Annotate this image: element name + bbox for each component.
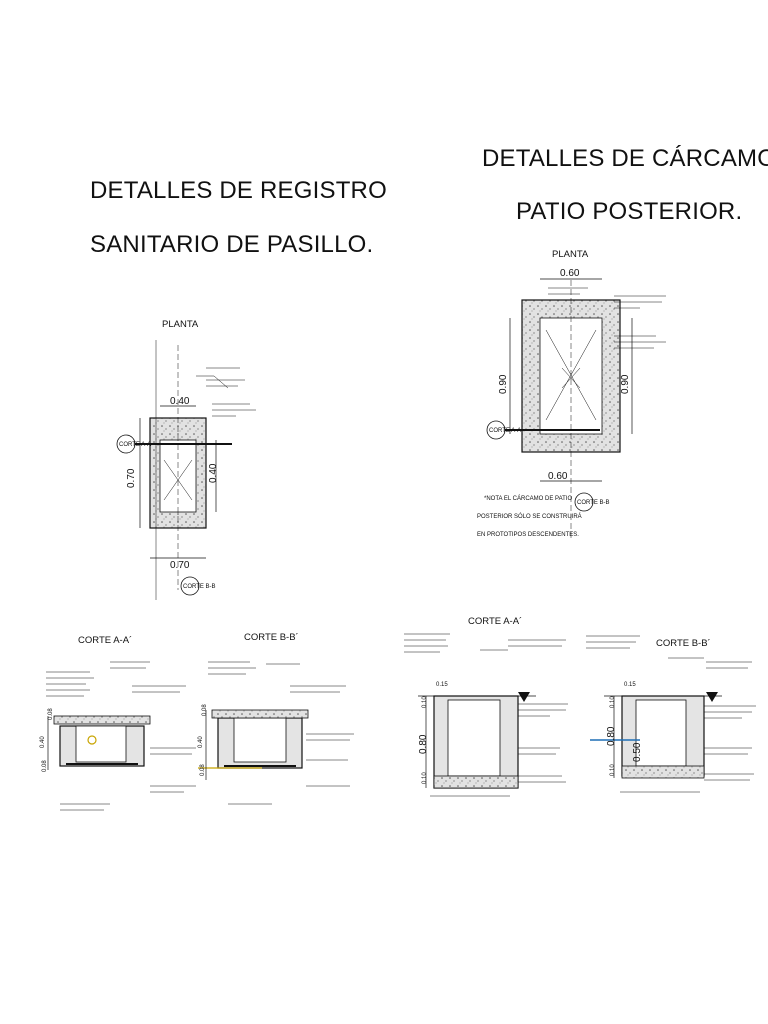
right-planta-label: PLANTA [552, 249, 589, 260]
right-section-b-note-lines [586, 635, 756, 793]
left-section-a-dim-mid: 0.40 [40, 736, 46, 748]
left-plan-section-tag-b [180, 576, 200, 596]
right-plan-tag-a-text: CORTE A-A [489, 428, 521, 434]
right-plan-section-tag-b [574, 492, 594, 512]
left-section-a-pipe [87, 735, 97, 745]
left-plan-dim-left: 0.70 [126, 468, 137, 488]
right-section-b-void [635, 699, 687, 767]
left-plan-section-tag-a [116, 434, 136, 454]
right-plan-cross [561, 367, 581, 389]
left-corte-a-label: CORTE A-A´ [78, 635, 132, 646]
left-section-b-lid [211, 709, 309, 719]
right-corte-a-label: CORTE A-A´ [468, 616, 522, 627]
right-section-b-level-mark [706, 692, 718, 702]
left-section-b-dim-mid: 0.40 [198, 736, 204, 748]
left-plan-tag-a-text: CORTE A-A [119, 442, 151, 448]
left-section-a-void [75, 725, 127, 763]
right-section-b: 0.15 0.10 0.80 0.50 0.10 [586, 635, 756, 793]
left-corte-b-label: CORTE B-B´ [244, 632, 299, 643]
left-plan-view: 0.40 0.40 0.70 0.70 CORTE A-A CORTE B-B [116, 340, 256, 600]
right-detail-group: DETALLES DE CÁRCAMO DE PATIO POSTERIOR. … [404, 145, 768, 797]
right-section-b-dim-mid: 0.80 [606, 726, 617, 746]
left-title-line1: DETALLES DE REGISTRO [90, 177, 387, 204]
right-section-b-dim-top: 0.15 [624, 682, 636, 688]
right-plan-dim-right: 0.90 [620, 374, 631, 394]
right-section-a-level-mark [518, 692, 530, 702]
right-section-a-dim-bot: 0.10 [422, 772, 428, 784]
left-plan-dim-right: 0.40 [208, 463, 219, 483]
right-plan-note-line1: *NOTA EL CÁRCAMO DE PATIO [484, 495, 572, 502]
right-section-b-dim-side: 0.10 [610, 696, 616, 708]
right-plan-dim-inner: 0.60 [548, 471, 568, 482]
left-section-a-lid [53, 715, 151, 725]
left-planta-label: PLANTA [162, 319, 199, 330]
right-corte-b-label: CORTE B-B´ [656, 638, 711, 649]
right-section-a: 0.15 0.10 0.80 0.10 [404, 633, 568, 797]
right-plan-dim-top: 0.60 [560, 268, 580, 279]
right-section-a-dim-mid: 0.80 [418, 734, 429, 754]
left-plan-note-lines [206, 367, 256, 417]
right-section-b-dim-low: 0.50 [632, 742, 643, 762]
right-title-line1: DETALLES DE CÁRCAMO DE [482, 145, 768, 172]
right-section-a-dim-side: 0.10 [422, 696, 428, 708]
left-title-line2: SANITARIO DE PASILLO. [90, 231, 373, 258]
right-plan-note-line2: POSTERIOR SÓLO SE CONSTRUIRÁ [477, 513, 582, 520]
left-plan-dim-top: 0.40 [170, 396, 190, 407]
right-section-a-note-lines [404, 633, 568, 797]
left-plan-tag-b-text: CORTE B-B [183, 584, 216, 590]
left-section-a-dim-top: 0.08 [48, 708, 54, 720]
right-section-b-dim-bot: 0.10 [610, 764, 616, 776]
right-section-a-slab [433, 775, 519, 789]
left-section-b-note-lines [208, 661, 354, 805]
left-section-a: 0.08 0.40 0.08 [40, 661, 196, 811]
right-plan-tag-b-text: CORTE B-B [577, 500, 610, 506]
left-section-b-void [233, 717, 287, 763]
right-plan-view: 0.60 0.60 0.90 0.90 CORTE A-A CORTE B-B [486, 268, 666, 540]
left-section-b: 0.08 0.40 0.08 [198, 661, 354, 805]
left-plan-leader [196, 375, 229, 389]
left-section-b-dim-bot: 0.08 [200, 764, 206, 776]
left-plan-dim-bottom: 0.70 [170, 560, 190, 571]
right-section-a-dim-top: 0.15 [436, 682, 448, 688]
right-section-b-slab [621, 765, 705, 779]
right-plan-note-lines [548, 287, 666, 349]
left-detail-group: DETALLES DE REGISTRO SANITARIO DE PASILL… [40, 177, 387, 811]
right-title-line2: PATIO POSTERIOR. [516, 198, 742, 225]
left-section-a-note-lines [46, 661, 196, 811]
right-section-a-void [447, 699, 501, 777]
right-plan-note-line3: EN PROTOTIPOS DESCENDENTES. [477, 532, 579, 538]
left-section-b-dim-top: 0.08 [202, 704, 208, 716]
right-plan-section-tag-a [486, 420, 506, 440]
right-plan-dim-left: 0.90 [498, 374, 509, 394]
left-section-a-dim-bot: 0.08 [42, 760, 48, 772]
